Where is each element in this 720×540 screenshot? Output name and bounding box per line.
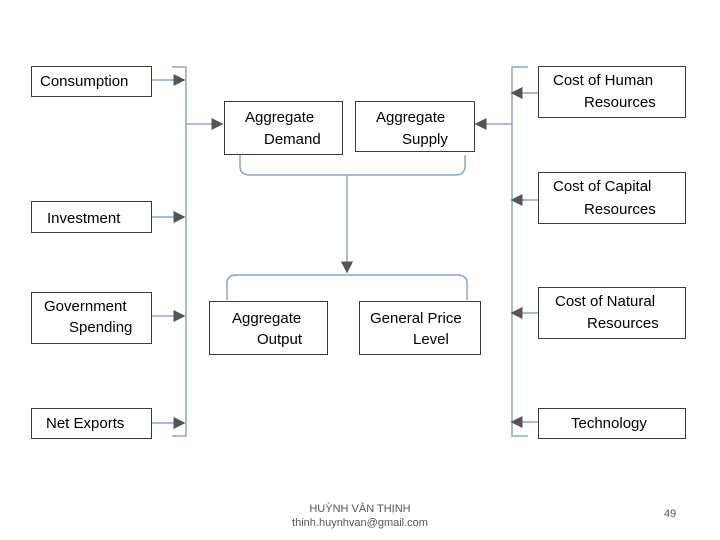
investment-box: Investment xyxy=(31,201,152,233)
aggregate-demand-label-line1: Aggregate xyxy=(245,109,315,126)
aggregate-output-box: Aggregate Output xyxy=(209,301,328,355)
footer-author: HUỲNH VĂN THỊNH xyxy=(309,503,411,515)
government-spending-label-line1: Government xyxy=(44,298,127,315)
aggregate-supply-box: Aggregate Supply xyxy=(355,101,475,152)
cost-capital-resources-box: Cost of Capital Resources xyxy=(538,172,686,224)
aggregate-demand-box: Aggregate Demand xyxy=(224,101,343,155)
page-number: 49 xyxy=(664,508,677,520)
aggregate-demand-label-line2: Demand xyxy=(264,131,321,148)
cost-human-resources-label-line1: Cost of Human xyxy=(553,72,654,89)
technology-box: Technology xyxy=(538,408,686,439)
cost-natural-resources-box: Cost of Natural Resources xyxy=(538,287,686,339)
cost-natural-resources-label-line2: Resources xyxy=(587,315,659,332)
upper-connector xyxy=(239,155,466,176)
footer-credit: HUỲNH VĂN THỊNH thinh.huynhvan@gmail.com xyxy=(260,502,460,530)
cost-capital-resources-label-line2: Resources xyxy=(584,201,656,218)
net-exports-box: Net Exports xyxy=(31,408,152,439)
aggregate-supply-label-line2: Supply xyxy=(402,131,448,148)
general-price-level-label-line1: General Price xyxy=(370,310,462,327)
aggregate-output-label-line2: Output xyxy=(257,331,303,348)
general-price-level-label-line2: Level xyxy=(413,331,449,348)
cost-natural-resources-label-line1: Cost of Natural xyxy=(555,293,656,310)
general-price-level-box: General Price Level xyxy=(359,301,481,355)
consumption-box: Consumption xyxy=(31,66,152,97)
cost-capital-resources-label-line1: Cost of Capital xyxy=(553,178,652,195)
cost-human-resources-label-line2: Resources xyxy=(584,94,656,111)
footer-email: thinh.huynhvan@gmail.com xyxy=(292,517,428,529)
right-bracket xyxy=(511,66,528,437)
cost-human-resources-box: Cost of Human Resources xyxy=(538,66,686,118)
lower-connector xyxy=(226,274,468,300)
government-spending-box: Government Spending xyxy=(31,292,152,344)
technology-label: Technology xyxy=(571,415,647,432)
government-spending-label-line2: Spending xyxy=(69,319,133,336)
left-bracket xyxy=(172,66,187,437)
consumption-label: Consumption xyxy=(40,73,129,90)
aggregate-output-label-line1: Aggregate xyxy=(232,310,302,327)
net-exports-label: Net Exports xyxy=(46,415,125,432)
aggregate-supply-label-line1: Aggregate xyxy=(376,109,446,126)
investment-label: Investment xyxy=(47,210,121,227)
